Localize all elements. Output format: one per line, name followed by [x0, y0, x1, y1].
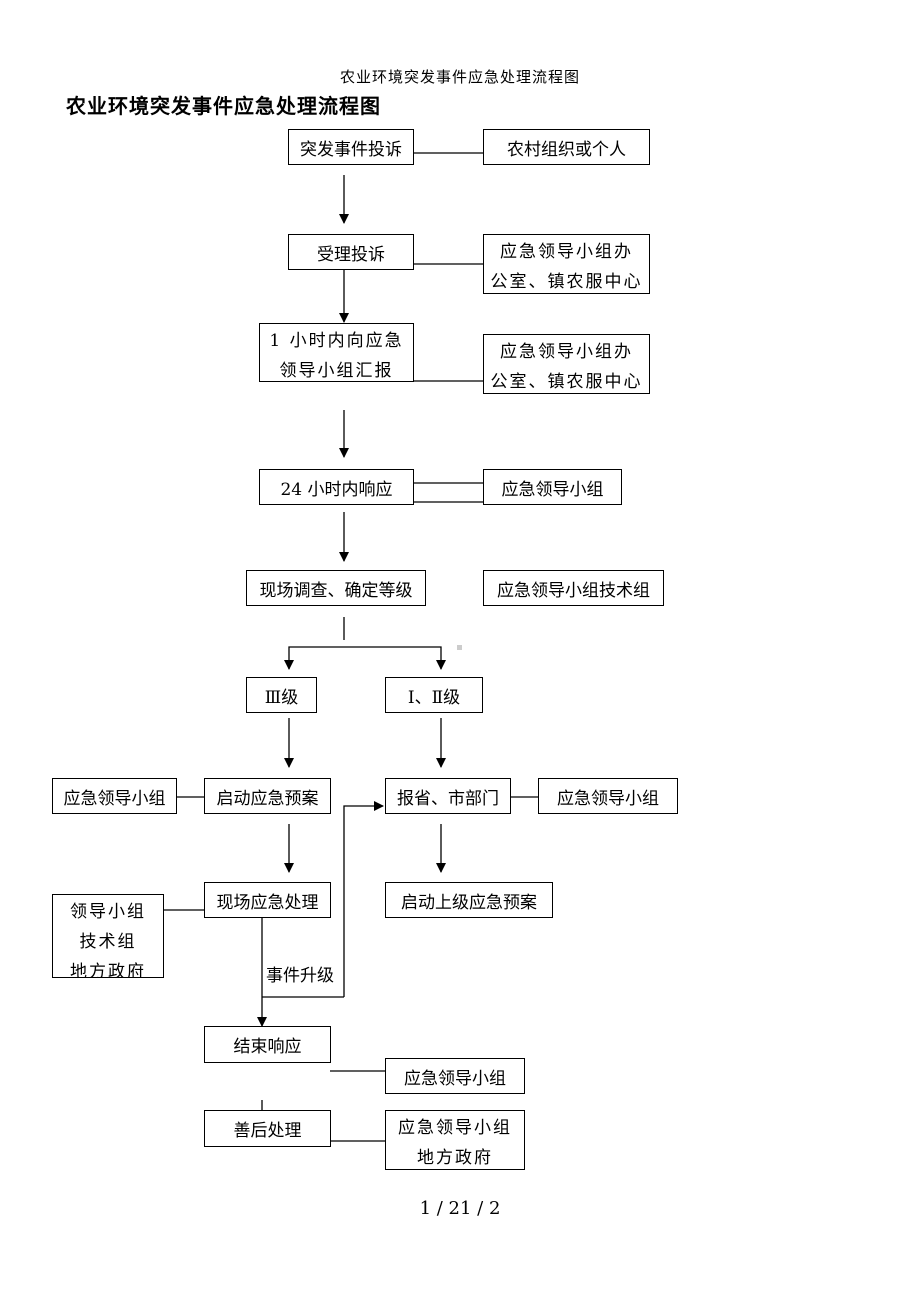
accept-label: 受理投诉: [317, 244, 385, 265]
leader-group-end-label: 应急领导小组: [404, 1068, 506, 1089]
accept-box: 受理投诉: [288, 234, 414, 270]
page-number: 1 / 21 / 2: [419, 1198, 501, 1219]
level3-box: Ⅲ级: [246, 677, 317, 713]
left-stack-line3: 地方政府: [70, 962, 146, 978]
rural-org-label: 农村组织或个人: [507, 139, 626, 160]
start-upper-label: 启动上级应急预案: [401, 892, 537, 913]
leader-group-right-label: 应急领导小组: [557, 788, 659, 809]
leader-group-right-box: 应急领导小组: [538, 778, 678, 814]
left-stack-line2: 技术组: [79, 932, 137, 952]
start-plan-box: 启动应急预案: [204, 778, 331, 814]
onsite-box: 现场应急处理: [204, 882, 331, 918]
stray-mark: [457, 645, 462, 650]
after-group-line1: 应急领导小组: [398, 1118, 512, 1138]
level12-box: Ⅰ、Ⅱ级: [385, 677, 483, 713]
aftermath-box: 善后处理: [204, 1110, 331, 1147]
respond24-label: 24 小时内响应: [280, 479, 393, 500]
investigate-box: 现场调查、确定等级: [246, 570, 426, 606]
page-header: 农业环境突发事件应急处理流程图: [339, 68, 580, 86]
level12-label: Ⅰ、Ⅱ级: [407, 687, 461, 708]
left-stack-box: 领导小组 技术组 地方政府: [52, 894, 164, 978]
after-group-line2: 地方政府: [417, 1148, 493, 1168]
leader-group-left-label: 应急领导小组: [63, 788, 166, 809]
escalate-path: [343, 801, 384, 997]
office1-line2: 公室、镇农服中心: [490, 272, 643, 292]
rural-org-box: 农村组织或个人: [483, 129, 650, 165]
start-plan-label: 启动应急预案: [216, 788, 319, 809]
office1-box: 应急领导小组办 公室、镇农服中心: [483, 234, 650, 294]
onsite-label: 现场应急处理: [216, 892, 319, 913]
leader-group-left-box: 应急领导小组: [52, 778, 177, 814]
office2-line1: 应急领导小组办: [500, 342, 633, 362]
office1-line1: 应急领导小组办: [500, 242, 633, 262]
complaint-box: 突发事件投诉: [288, 129, 414, 165]
report1h-line1: 1 小时内向应急: [269, 331, 404, 351]
tech-group-box: 应急领导小组技术组: [483, 570, 664, 606]
leader-group1-box: 应急领导小组: [483, 469, 622, 505]
split-bar: [288, 646, 442, 668]
report-prov-box: 报省、市部门: [385, 778, 511, 814]
end-response-box: 结束响应: [204, 1026, 331, 1063]
office2-box: 应急领导小组办 公室、镇农服中心: [483, 334, 650, 394]
complaint-label: 突发事件投诉: [300, 139, 402, 160]
leader-group-end-box: 应急领导小组: [385, 1058, 525, 1094]
aftermath-label: 善后处理: [233, 1121, 302, 1141]
report1h-box: 1 小时内向应急 领导小组汇报: [259, 323, 414, 382]
tech-group-label: 应急领导小组技术组: [497, 580, 650, 601]
report1h-line2: 领导小组汇报: [279, 361, 394, 381]
page-title: 农业环境突发事件应急处理流程图: [66, 94, 381, 118]
office2-line2: 公室、镇农服中心: [490, 372, 643, 392]
escalate-label: 事件升级: [266, 966, 334, 986]
end-response-label: 结束响应: [233, 1037, 302, 1057]
report-prov-label: 报省、市部门: [397, 788, 499, 809]
leader-group1-label: 应急领导小组: [501, 479, 604, 500]
respond24-box: 24 小时内响应: [259, 469, 414, 505]
after-group-box: 应急领导小组 地方政府: [385, 1110, 525, 1170]
left-stack-line1: 领导小组: [70, 902, 146, 922]
investigate-label: 现场调查、确定等级: [259, 580, 413, 601]
level3-label: Ⅲ级: [264, 687, 299, 708]
start-upper-box: 启动上级应急预案: [385, 882, 553, 918]
